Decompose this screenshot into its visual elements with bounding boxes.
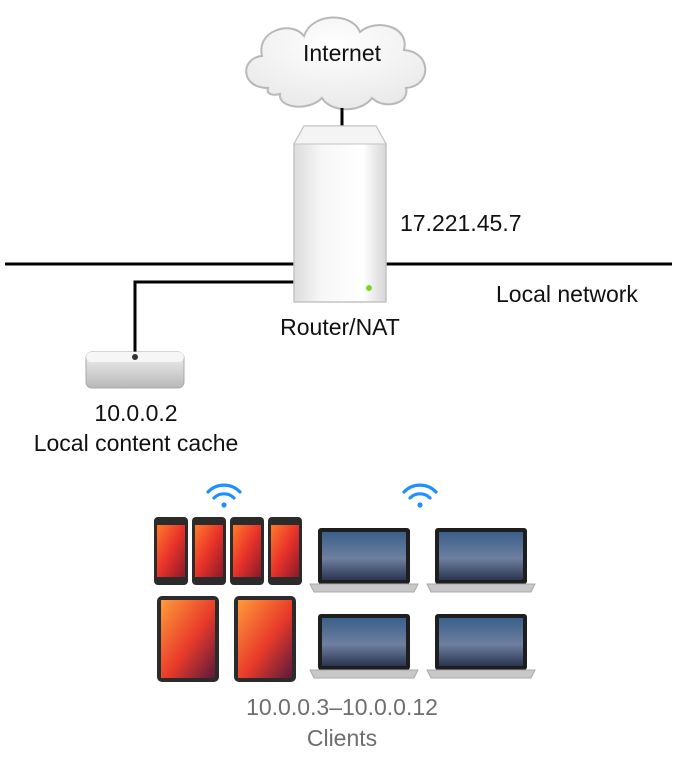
macbook-icon [309, 614, 419, 679]
ipad-icon [157, 596, 219, 682]
internet-label: Internet [303, 40, 381, 66]
macbook-icon [309, 528, 419, 593]
router-label: Router/NAT [280, 314, 400, 340]
cache-ip: 10.0.0.2 [94, 400, 178, 426]
ipad-icon [234, 596, 296, 682]
router-status-led [366, 285, 372, 291]
cloud-icon [245, 16, 427, 111]
wifi-icon [402, 483, 438, 508]
mac-mini-icon [85, 351, 185, 389]
clients-ip-range: 10.0.0.3–10.0.0.12 [246, 694, 438, 720]
router-icon [293, 125, 387, 303]
local-network-label: Local network [496, 281, 638, 307]
macbook-icon [426, 614, 536, 679]
macbook-icon [426, 528, 536, 593]
cache-link [133, 280, 298, 352]
router-wan-ip: 17.221.45.7 [400, 210, 522, 236]
wifi-icon [206, 483, 242, 508]
iphone-icon [268, 517, 302, 585]
iphone-icon [154, 517, 188, 585]
clients-label: Clients [306, 725, 378, 751]
iphone-icon [230, 517, 264, 585]
iphone-icon [192, 517, 226, 585]
cache-label: Local content cache [33, 430, 239, 456]
